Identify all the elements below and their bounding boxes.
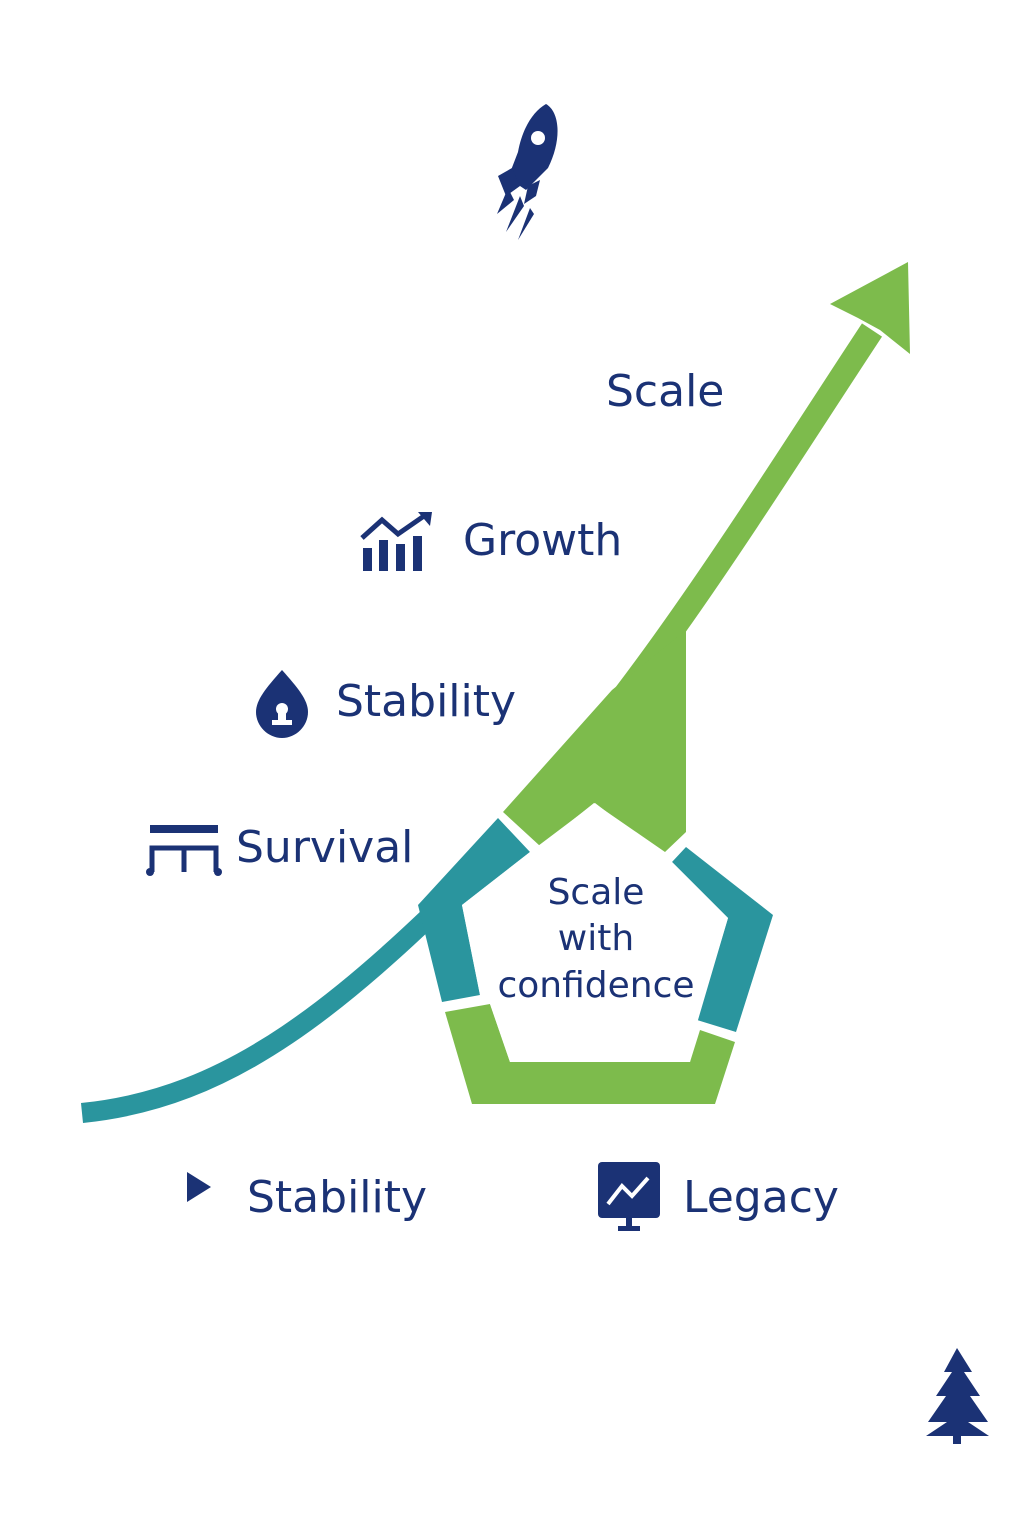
center-text-line1: Scale <box>548 872 645 913</box>
bar-chart-growth-icon <box>360 512 432 571</box>
monitor-trend-icon <box>598 1162 660 1231</box>
pentagon-core <box>462 803 728 1062</box>
drop-keyhole-icon <box>256 670 308 738</box>
stage-label-stability: Stability <box>336 676 516 727</box>
stage-label-growth: Growth <box>463 515 622 566</box>
center-text-line3: confidence <box>497 965 694 1006</box>
center-text-line2: with <box>558 918 634 959</box>
stage-label-scale: Scale <box>606 366 724 417</box>
arrowhead <box>830 262 910 354</box>
bottom-label-stability: Stability <box>247 1172 427 1223</box>
pine-tree-icon <box>926 1348 989 1444</box>
green-wedge <box>503 630 686 852</box>
pentagon-segment-bottom <box>445 1004 735 1104</box>
rocket-icon <box>497 104 558 240</box>
stage-label-survival: Survival <box>236 822 413 873</box>
pentagon-segment-top-left <box>418 818 530 1002</box>
pentagon-segment-right <box>672 847 773 1032</box>
play-triangle-icon <box>187 1172 211 1202</box>
network-structure-icon <box>146 825 222 876</box>
bottom-label-legacy: Legacy <box>683 1172 839 1223</box>
